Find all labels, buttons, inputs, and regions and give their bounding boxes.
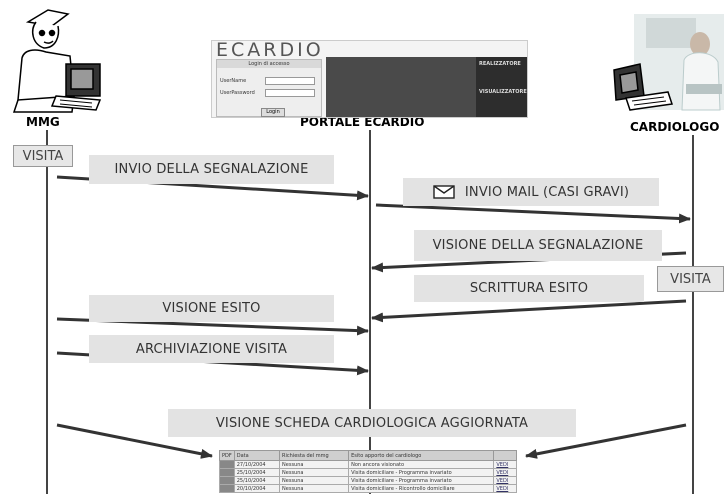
table-row[interactable]: 25/10/2004 Nessuna Visita domiciliare - … bbox=[219, 476, 517, 485]
password-field[interactable] bbox=[265, 89, 315, 97]
cardiologist-photo bbox=[634, 14, 724, 111]
table-row[interactable]: 25/10/2004 Nessuna Visita domiciliare - … bbox=[219, 468, 517, 477]
label-invio-segnalazione: INVIO DELLA SEGNALAZIONE bbox=[89, 155, 334, 184]
view-link[interactable]: VEDI bbox=[493, 476, 517, 485]
cell-date: 20/10/2004 bbox=[233, 484, 281, 493]
password-label: UserPassword bbox=[220, 90, 255, 96]
column-header: Data bbox=[233, 450, 281, 461]
table-header-row: PDF Data Richiesta del mmg Esito apporto… bbox=[219, 450, 517, 461]
cell-outcome: Visita domiciliare - Ricontrollo domicil… bbox=[348, 484, 495, 493]
label-visione-scheda: VISIONE SCHEDA CARDIOLOGICA AGGIORNATA bbox=[168, 409, 576, 437]
table-row[interactable]: 27/10/2004 Nessuna Non ancora visionato … bbox=[219, 460, 517, 469]
envelope-icon bbox=[433, 185, 455, 199]
cell-request: Nessuna bbox=[279, 484, 350, 493]
portal-image bbox=[326, 57, 476, 117]
table-row[interactable]: 20/10/2004 Nessuna Visita domiciliare - … bbox=[219, 484, 517, 493]
arrow-invio-mail bbox=[375, 203, 691, 224]
column-header: Richiesta del mmg bbox=[279, 450, 350, 461]
portal-brand: ECARDIO bbox=[216, 40, 324, 61]
doctor-at-computer-icon bbox=[12, 9, 102, 113]
arrow-visione-scheda-right bbox=[525, 423, 687, 459]
cell-request: Nessuna bbox=[279, 468, 350, 477]
cell-request: Nessuna bbox=[279, 460, 350, 469]
cell-date: 27/10/2004 bbox=[233, 460, 281, 469]
arrow-visione-scheda-left bbox=[56, 423, 213, 459]
cell-date: 25/10/2004 bbox=[233, 476, 281, 485]
cell-outcome: Non ancora visionato bbox=[348, 460, 495, 469]
pdf-icon[interactable] bbox=[219, 460, 235, 469]
view-link[interactable]: VEDI bbox=[493, 484, 517, 493]
visualizzatore-label: VISUALIZZATORE bbox=[479, 89, 527, 95]
username-label: UserName bbox=[220, 78, 247, 84]
label-invio-mail: INVIO MAIL (CASI GRAVI) bbox=[403, 178, 659, 206]
login-title: Login di accesso bbox=[217, 60, 321, 68]
portal-side-panel: REALIZZATORE VISUALIZZATORE bbox=[476, 57, 527, 117]
view-link[interactable]: VEDI bbox=[493, 460, 517, 469]
visita-box-mmg: VISITA bbox=[13, 145, 73, 167]
label-visione-esito: VISIONE ESITO bbox=[89, 295, 334, 322]
realizzatore-label: REALIZZATORE bbox=[479, 61, 521, 67]
cell-date: 25/10/2004 bbox=[233, 468, 281, 477]
cell-outcome: Visita domiciliare - Programma invariato bbox=[348, 476, 495, 485]
cell-outcome: Visita domiciliare - Programma invariato bbox=[348, 468, 495, 477]
actor-cardiologo: CARDIOLOGO bbox=[630, 120, 720, 134]
column-header: PDF bbox=[219, 450, 235, 461]
portal-screenshot: ECARDIO Login di accesso UserName UserPa… bbox=[211, 40, 528, 118]
login-button[interactable]: Login bbox=[261, 108, 285, 117]
cardiology-record-table: PDF Data Richiesta del mmg Esito apporto… bbox=[219, 450, 517, 493]
column-header: Esito apporto del cardiologo bbox=[348, 450, 495, 461]
label-visione-segnalazione: VISIONE DELLA SEGNALAZIONE bbox=[414, 230, 662, 261]
pdf-icon[interactable] bbox=[219, 468, 235, 477]
view-link[interactable]: VEDI bbox=[493, 468, 517, 477]
visita-box-cardiologo: VISITA bbox=[657, 266, 724, 292]
pdf-icon[interactable] bbox=[219, 476, 235, 485]
invio-mail-text: INVIO MAIL (CASI GRAVI) bbox=[464, 184, 630, 200]
actor-mmg: MMG bbox=[26, 115, 60, 129]
arrow-scrittura-esito bbox=[371, 299, 687, 323]
login-panel: Login di accesso UserName UserPassword L… bbox=[216, 59, 322, 117]
actor-portale: PORTALE ECARDIO bbox=[300, 115, 425, 129]
username-field[interactable] bbox=[265, 77, 315, 85]
label-archiviazione-visita: ARCHIVIAZIONE VISITA bbox=[89, 335, 334, 363]
cell-request: Nessuna bbox=[279, 476, 350, 485]
label-scrittura-esito: SCRITTURA ESITO bbox=[414, 275, 644, 302]
pdf-icon[interactable] bbox=[219, 484, 235, 493]
doctor-at-computer-icon bbox=[613, 63, 673, 111]
